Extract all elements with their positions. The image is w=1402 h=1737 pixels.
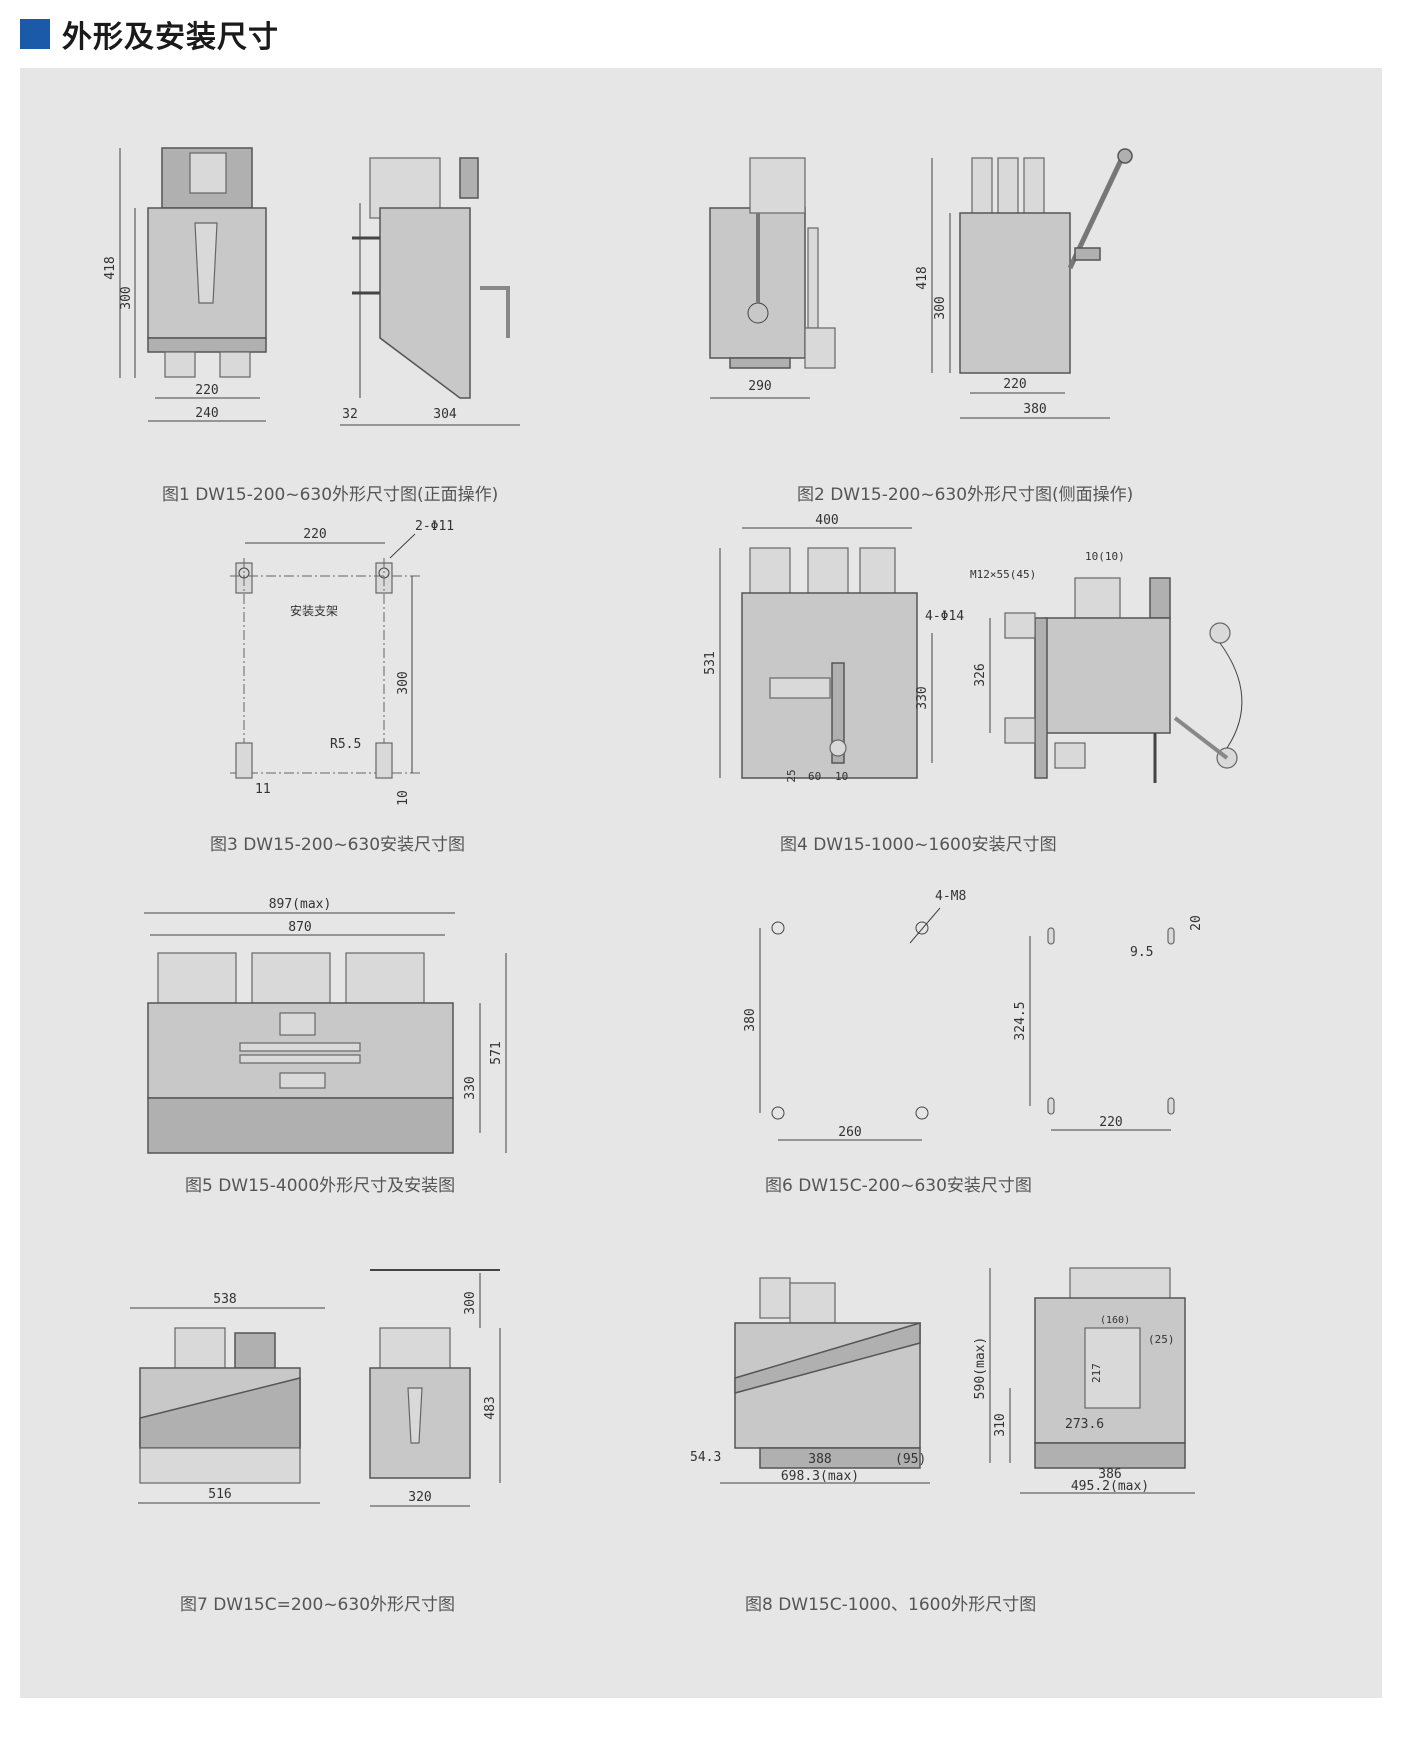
figure-2: 290 418 300 220 380 图2 DW15-200~630外形尺寸图… <box>670 128 1270 505</box>
fig3-dim-10: 10 <box>396 790 411 806</box>
fig5-dim-330: 330 <box>463 1076 478 1099</box>
figure-8: 54.3 388 (95) 698.3(max) 590(max) 310 21… <box>680 1267 1370 1648</box>
fig1-dim-220: 220 <box>195 383 218 398</box>
fig3-dim-2phi11: 2-Φ11 <box>415 519 454 534</box>
figure-4: 400 531 4-Φ14 330 25 60 10 M12×55(45) 10… <box>700 513 1320 858</box>
fig4-dim-25: 25 <box>785 769 798 782</box>
fig6-dim-20: 20 <box>1189 915 1204 931</box>
section-header: 外形及安装尺寸 <box>20 14 279 55</box>
figure-6: 4-M8 380 260 20 9.5 324.5 220 图6 DW15C-2… <box>730 888 1250 1248</box>
fig4-dim-10-10: 10(10) <box>1085 550 1125 563</box>
fig4-dim-m12: M12×55(45) <box>970 568 1036 581</box>
figure-8-caption: 图8 DW15C-1000、1600外形尺寸图 <box>745 1595 1037 1615</box>
figure-3-caption: 图3 DW15-200~630安装尺寸图 <box>210 835 466 855</box>
fig1-dim-32: 32 <box>342 407 358 422</box>
figure-1-caption: 图1 DW15-200~630外形尺寸图(正面操作) <box>162 485 499 505</box>
fig8-dim-95: (95) <box>895 1452 926 1467</box>
fig8-dim-273-6: 273.6 <box>1065 1417 1104 1432</box>
fig1-dim-240: 240 <box>195 406 218 421</box>
section-marker-icon <box>20 19 50 49</box>
figure-6-caption: 图6 DW15C-200~630安装尺寸图 <box>765 1176 1032 1196</box>
figure-5-caption: 图5 DW15-4000外形尺寸及安装图 <box>185 1176 456 1196</box>
fig4-dim-400: 400 <box>815 513 838 528</box>
fig6-dim-4m8: 4-M8 <box>935 889 966 904</box>
fig2-dim-300: 300 <box>933 296 948 319</box>
fig1-dim-304: 304 <box>433 407 457 422</box>
fig7-dim-483: 483 <box>483 1396 498 1419</box>
fig5-dim-571: 571 <box>489 1041 504 1064</box>
fig3-dim-300: 300 <box>396 671 411 694</box>
fig8-dim-160: (160) <box>1100 1315 1130 1326</box>
fig4-dim-330: 330 <box>915 686 930 709</box>
fig8-dim-590: 590(max) <box>973 1337 988 1400</box>
fig1-dim-300: 300 <box>119 286 134 309</box>
figure-7-caption: 图7 DW15C=200~630外形尺寸图 <box>180 1595 456 1615</box>
fig4-dim-4phi14: 4-Φ14 <box>925 609 964 624</box>
fig2-dim-290: 290 <box>748 379 771 394</box>
fig3-dim-r55: R5.5 <box>330 737 361 752</box>
figure-4-caption: 图4 DW15-1000~1600安装尺寸图 <box>780 835 1057 855</box>
figure-1-drawing: 418 300 220 240 32 304 <box>103 147 520 426</box>
fig8-dim-54-3: 54.3 <box>690 1450 721 1465</box>
fig8-dim-388: 388 <box>808 1452 831 1467</box>
fig4-dim-60: 60 <box>808 770 821 783</box>
figure-3: 220 2-Φ11 安装支架 300 R5.5 11 10 图3 DW15-20… <box>200 518 560 858</box>
fig2-dim-418: 418 <box>915 266 930 289</box>
fig3-dim-11: 11 <box>255 782 271 797</box>
fig8-dim-25: (25) <box>1148 1333 1175 1346</box>
figure-6-drawing: 4-M8 380 260 20 9.5 324.5 220 <box>743 889 1204 1141</box>
fig7-dim-538: 538 <box>213 1292 236 1307</box>
fig6-dim-380: 380 <box>743 1008 758 1031</box>
fig5-dim-870: 870 <box>288 920 311 935</box>
figure-3-drawing: 220 2-Φ11 安装支架 300 R5.5 11 10 <box>230 519 454 806</box>
fig4-dim-10: 10 <box>835 770 848 783</box>
figure-7: 538 516 300 483 320 图7 DW15C=200~630外形尺寸… <box>120 1268 580 1648</box>
figure-4-drawing: 400 531 4-Φ14 330 25 60 10 M12×55(45) 10… <box>703 513 1243 783</box>
fig7-dim-320: 320 <box>408 1490 431 1505</box>
fig8-dim-495-2: 495.2(max) <box>1071 1479 1149 1494</box>
fig5-dim-897: 897(max) <box>269 897 332 912</box>
figure-1: 418 300 220 240 32 304 图1 DW15-200~630外形… <box>100 128 620 505</box>
figure-8-drawing: 54.3 388 (95) 698.3(max) 590(max) 310 21… <box>690 1267 1195 1494</box>
figure-5: 897(max) 870 330 571 图5 DW15-4000外形尺寸及安装… <box>140 897 580 1253</box>
fig6-dim-260: 260 <box>838 1125 861 1140</box>
drawings-panel: 418 300 220 240 32 304 图1 DW15-200~630外形… <box>20 68 1382 1698</box>
fig6-dim-9-5: 9.5 <box>1130 945 1153 960</box>
fig8-dim-310: 310 <box>993 1413 1008 1436</box>
section-title: 外形及安装尺寸 <box>62 20 279 55</box>
fig7-dim-516: 516 <box>208 1487 231 1502</box>
fig8-dim-217: 217 <box>1090 1363 1103 1383</box>
fig2-dim-380: 380 <box>1023 402 1046 417</box>
fig3-dim-220: 220 <box>303 527 326 542</box>
fig4-dim-531: 531 <box>703 651 718 674</box>
fig8-dim-698-3: 698.3(max) <box>781 1469 859 1484</box>
fig1-dim-418: 418 <box>103 256 118 279</box>
fig6-dim-220: 220 <box>1099 1115 1122 1130</box>
fig2-dim-220: 220 <box>1003 377 1026 392</box>
fig8-dim-386: 386 <box>1098 1467 1121 1482</box>
fig4-dim-326: 326 <box>973 663 988 686</box>
figure-2-caption: 图2 DW15-200~630外形尺寸图(侧面操作) <box>797 485 1134 505</box>
fig6-dim-324-5: 324.5 <box>1013 1001 1028 1040</box>
fig3-bracket-label: 安装支架 <box>290 603 338 618</box>
figure-7-drawing: 538 516 300 483 320 <box>130 1269 501 1507</box>
fig7-dim-300: 300 <box>463 1291 478 1314</box>
figure-2-drawing: 290 418 300 220 380 <box>709 148 1133 419</box>
figure-5-drawing: 897(max) 870 330 571 <box>144 897 507 1154</box>
